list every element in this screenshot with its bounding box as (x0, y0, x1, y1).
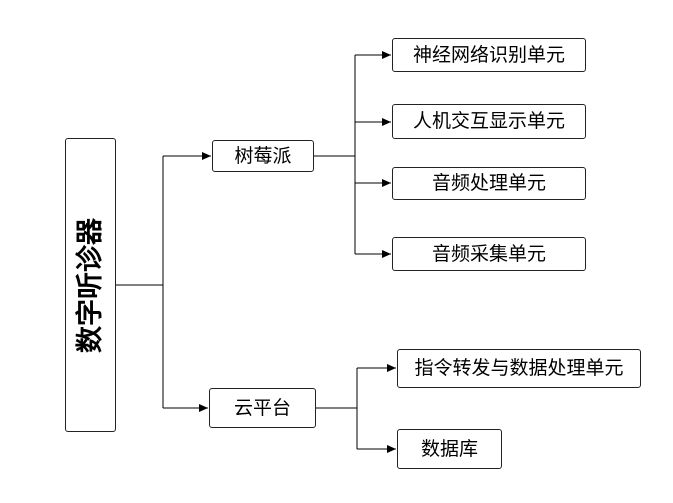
cloud-platform-node: 云平台 (209, 388, 316, 428)
root-label: 数字听诊器 (75, 217, 106, 353)
database-label: 数据库 (420, 437, 478, 460)
hmi-unit-label: 人机交互显示单元 (412, 110, 565, 132)
neural-net-unit-label: 神经网络识别单元 (412, 43, 565, 66)
audio-processing-unit-label: 音频处理单元 (431, 172, 546, 194)
raspberry-pi-node: 树莓派 (212, 140, 314, 172)
audio-capture-unit-label: 音频采集单元 (431, 242, 546, 265)
cloud-platform-label: 云平台 (233, 396, 291, 419)
command-unit-label: 指令转发与数据处理单元 (414, 357, 624, 379)
audio-capture-unit-node: 音频采集单元 (392, 237, 586, 271)
root-node: 数字听诊器 (65, 138, 116, 432)
audio-processing-unit-node: 音频处理单元 (392, 167, 586, 200)
neural-net-unit-node: 神经网络识别单元 (392, 38, 586, 72)
command-unit-node: 指令转发与数据处理单元 (397, 349, 641, 388)
hmi-unit-node: 人机交互显示单元 (392, 104, 586, 139)
raspberry-pi-label: 树莓派 (234, 144, 292, 167)
database-node: 数据库 (397, 429, 502, 469)
